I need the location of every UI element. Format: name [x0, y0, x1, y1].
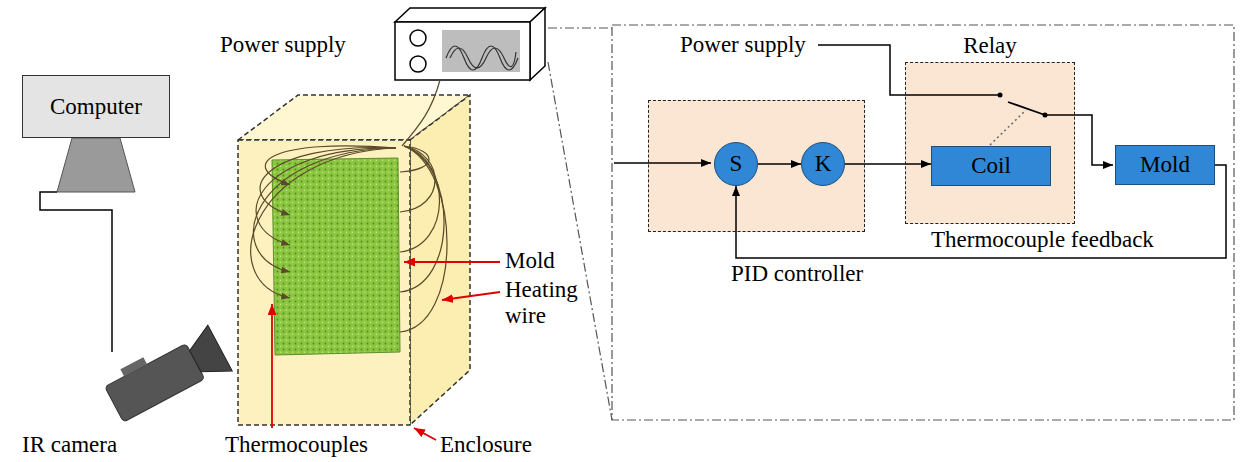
- group-heading: PID controller: [731, 261, 863, 287]
- signal-label: Power supply: [680, 32, 806, 58]
- monitor-stand: [57, 138, 135, 192]
- node-text: S: [730, 151, 743, 177]
- label-holder: Thermocouple feedback: [931, 227, 1154, 253]
- coil-box: Coil: [931, 146, 1051, 186]
- relay-actuator: [990, 110, 1026, 145]
- pid-fill: [648, 100, 865, 232]
- gain-circle: K: [801, 142, 845, 186]
- input-arrow: [614, 162, 711, 164]
- ir-camera-figure: [101, 323, 232, 427]
- callout-label: Thermocouples: [225, 432, 368, 458]
- summing-circle: S: [714, 142, 758, 186]
- label-holder: Mold: [505, 248, 555, 274]
- label-holder: Thermocouples: [225, 432, 368, 458]
- label-holder: Power supply: [220, 32, 346, 58]
- mold-box: Mold: [1115, 145, 1215, 185]
- signal-connector: [758, 163, 801, 165]
- camera-cable: [40, 192, 112, 352]
- group-heading: Relay: [906, 33, 1074, 59]
- callout-label: Heating wire: [505, 277, 597, 329]
- device-label: Power supply: [220, 32, 346, 58]
- relay-contact: [998, 93, 1003, 98]
- node-text: Mold: [1140, 152, 1190, 178]
- label-holder: Power supply: [680, 32, 806, 58]
- node-text: Computer: [50, 94, 142, 120]
- wire-bundle: [251, 80, 447, 332]
- label-holder: Enclosure: [440, 432, 532, 458]
- relay-fill: [905, 62, 1075, 224]
- label-holder: IR camera: [22, 432, 117, 458]
- controller-group: PID controllerSK: [648, 100, 865, 232]
- signal-connector: [845, 163, 931, 165]
- node-text: Coil: [971, 153, 1011, 179]
- relay-blade: [1008, 102, 1045, 115]
- label-holder: Heating wire: [505, 277, 597, 329]
- computer-box: Computer: [22, 75, 170, 138]
- power-supply-figure: [395, 8, 545, 80]
- device-label: IR camera: [22, 432, 117, 458]
- callout-label: Mold: [505, 248, 555, 274]
- relay-group: RelayCoil: [905, 62, 1075, 224]
- callout-label: Enclosure: [440, 432, 532, 458]
- zoom-frame: [548, 25, 1234, 420]
- node-text: K: [815, 151, 832, 177]
- edge-label: Thermocouple feedback: [931, 227, 1154, 253]
- mold-plate: [272, 158, 400, 355]
- callout-arrows: [272, 262, 500, 440]
- switched-power-line: [1045, 115, 1113, 165]
